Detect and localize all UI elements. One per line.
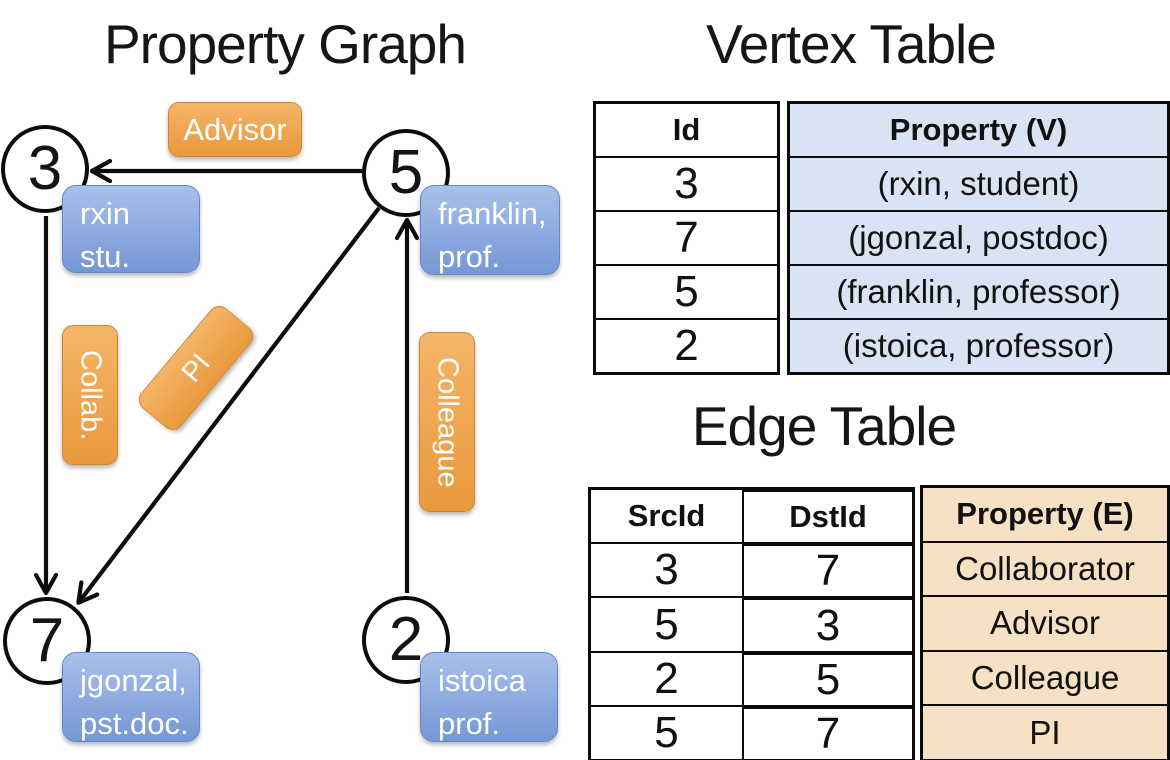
edge-srcid-cell: 5 bbox=[654, 707, 679, 757]
graph-node-5: 5 bbox=[362, 129, 450, 217]
vertex-property-line: jgonzal, bbox=[80, 663, 187, 698]
edge-table-header-row: SrcId DstId bbox=[591, 490, 912, 543]
edge-srcid-cell: 5 bbox=[654, 599, 679, 649]
edge-dstid-cell: 5 bbox=[742, 652, 912, 705]
edge-label-text: Collab. bbox=[74, 349, 107, 441]
vertex-property-line: prof. bbox=[438, 705, 501, 741]
edge-property-cell: Collaborator bbox=[923, 540, 1167, 596]
edge-srcid-cell: 2 bbox=[654, 653, 679, 703]
node-id: 2 bbox=[388, 605, 424, 674]
vertex-id-cell: 3 bbox=[596, 156, 777, 210]
edge-table-property-column: Property (E) Collaborator Advisor Collea… bbox=[920, 485, 1170, 760]
edge-table-row: 5 7 bbox=[591, 704, 912, 760]
edge-label-collab: Collab. bbox=[62, 325, 118, 465]
vertex-property-line: rxin bbox=[80, 196, 130, 231]
vertex-property-line: franklin, bbox=[438, 196, 547, 231]
vertex-property-header: Property (V) bbox=[889, 112, 1068, 147]
vertex-property-line: pst.doc. bbox=[80, 705, 189, 741]
graph-node-2: 2 bbox=[362, 596, 450, 684]
edge-arrow-5-to-7 bbox=[79, 206, 381, 602]
vertex-table-property-column: Property (V) (rxin, student) (jgonzal, p… bbox=[787, 101, 1170, 375]
vertex-property-box-3: rxin stu. bbox=[62, 185, 200, 273]
graph-edges-layer bbox=[0, 0, 570, 760]
vertex-property-cell: (rxin, student) bbox=[790, 156, 1167, 210]
vertex-id-cell: 5 bbox=[596, 264, 777, 318]
vertex-property-cell: (istoica, professor) bbox=[790, 318, 1167, 372]
vertex-property-cell: (jgonzal, postdoc) bbox=[790, 210, 1167, 264]
node-id: 5 bbox=[388, 138, 424, 207]
vertex-property-box-7: jgonzal, pst.doc. bbox=[62, 652, 200, 742]
vertex-property-line: stu. bbox=[80, 238, 130, 273]
edge-property-header: Property (E) bbox=[956, 496, 1134, 532]
node-id: 3 bbox=[27, 134, 63, 203]
edge-table-title: Edge Table bbox=[691, 395, 957, 457]
edge-property-cell: PI bbox=[923, 704, 1167, 759]
edge-table-row: 5 3 bbox=[591, 596, 912, 651]
vertex-table-id-column: Id 3 7 5 2 bbox=[593, 101, 780, 375]
node-id: 7 bbox=[29, 606, 65, 675]
vertex-table-title: Vertex Table bbox=[706, 13, 997, 75]
vertex-property-box-2: istoica prof. bbox=[420, 652, 558, 742]
edge-srcid-header: SrcId bbox=[627, 498, 706, 534]
edge-label-advisor: Advisor bbox=[168, 102, 302, 157]
vertex-id-cell: 2 bbox=[596, 318, 777, 372]
edge-dstid-header: DstId bbox=[742, 490, 912, 543]
property-graph-title: Property Graph bbox=[103, 13, 467, 75]
vertex-id-header: Id bbox=[672, 112, 701, 147]
edge-table-id-columns: SrcId DstId 3 7 5 3 2 5 5 7 bbox=[588, 487, 915, 760]
edge-property-cell: Colleague bbox=[923, 649, 1167, 705]
edge-dstid-cell: 7 bbox=[742, 544, 912, 597]
edge-dstid-cell: 7 bbox=[742, 706, 912, 760]
vertex-property-box-5: franklin, prof. bbox=[420, 185, 560, 275]
vertex-id-cell: 7 bbox=[596, 210, 777, 264]
vertex-property-cell: (franklin, professor) bbox=[790, 264, 1167, 318]
vertex-property-line: istoica bbox=[438, 663, 526, 698]
edge-dstid-cell: 3 bbox=[742, 598, 912, 651]
edge-table-row: 3 7 bbox=[591, 542, 912, 597]
edge-table-row: 2 5 bbox=[591, 650, 912, 705]
edge-label-colleague: Colleague bbox=[419, 332, 475, 512]
edge-label-text: Colleague bbox=[431, 356, 464, 488]
edge-srcid-cell: 3 bbox=[654, 545, 679, 595]
vertex-property-line: prof. bbox=[438, 238, 501, 274]
edge-property-cell: Advisor bbox=[923, 595, 1167, 650]
